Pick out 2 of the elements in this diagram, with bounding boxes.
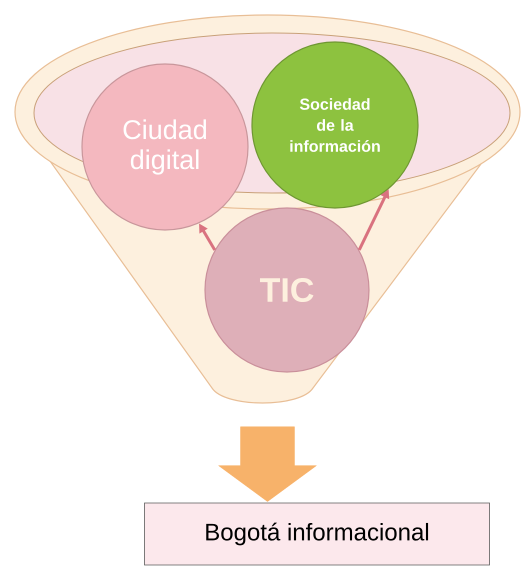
block-arrow	[218, 426, 317, 502]
result-box: Bogotá informacional	[144, 502, 490, 566]
